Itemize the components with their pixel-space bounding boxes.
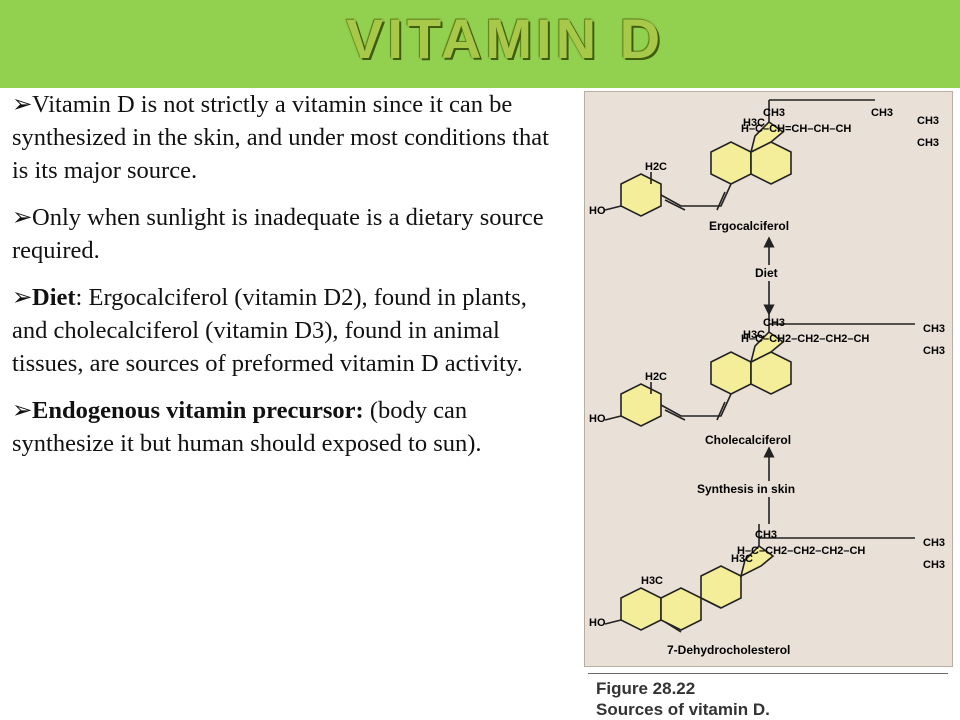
caption-divider	[588, 673, 948, 674]
structures-svg: H3C H2C HO CH3 H–C–CH=CH–CH–CH CH3 CH3 C…	[589, 99, 945, 657]
h3c-label: H3C	[743, 329, 765, 341]
compound-label: 7-Dehydrocholesterol	[667, 643, 790, 657]
side-chain-text: H–C–CH=CH–CH–CH	[741, 123, 851, 135]
bullet-item: ➢Endogenous vitamin precursor: (body can…	[12, 394, 552, 460]
bullet-bold: Diet	[32, 284, 76, 311]
side-chain-text: CH3	[763, 317, 785, 329]
page-title: VITAMIN D	[346, 7, 665, 70]
arrow-bullet-icon: ➢	[12, 91, 33, 118]
dehydrocholesterol-structure	[620, 544, 775, 631]
bullet-text: Vitamin D is not strictly a vitamin sinc…	[12, 91, 549, 184]
compound-label: Ergocalciferol	[709, 219, 789, 233]
caption-number: Figure 28.22	[596, 679, 696, 698]
side-chain-text: H–C–CH2–CH2–CH2–CH	[737, 545, 865, 557]
figure-caption: Figure 28.22 Sources of vitamin D.	[596, 678, 770, 720]
ho-label: HO	[589, 205, 606, 217]
bullet-item: ➢Diet: Ergocalciferol (vitamin D2), foun…	[12, 281, 552, 380]
side-chain-text: CH3	[763, 107, 785, 119]
ergocalciferol-structure	[620, 120, 792, 217]
h3c-label: H3C	[641, 575, 663, 587]
h2c-label: H2C	[645, 371, 667, 383]
bullet-list: ➢Vitamin D is not strictly a vitamin sin…	[12, 88, 552, 474]
title-bar	[0, 0, 960, 88]
side-chain-text: H–C–CH2–CH2–CH2–CH	[741, 333, 869, 345]
arrow-bullet-icon: ➢	[12, 204, 33, 231]
side-chain-text: CH3	[917, 115, 939, 127]
h3c-label: H3C	[731, 553, 753, 565]
ho-label: HO	[589, 413, 606, 425]
bullet-text: (body can synthesize it but human should…	[12, 397, 482, 457]
bullet-text: Only when sunlight is inadequate is a di…	[12, 204, 544, 264]
arrow-label: Synthesis in skin	[697, 482, 795, 496]
arrow-bullet-icon: ➢	[12, 284, 33, 311]
chemical-structures-figure: H3C H2C HO CH3 H–C–CH=CH–CH–CH CH3 CH3 C…	[584, 91, 953, 667]
h2c-label: H2C	[645, 161, 667, 173]
cholecalciferol-structure	[620, 330, 792, 427]
arrow-label: Diet	[755, 266, 778, 280]
arrow-bullet-icon: ➢	[12, 397, 33, 424]
bullet-bold: Endogenous vitamin precursor:	[32, 397, 364, 424]
side-chain-text: CH3	[923, 345, 945, 357]
caption-text: Sources of vitamin D.	[596, 700, 770, 719]
bullet-item: ➢Only when sunlight is inadequate is a d…	[12, 201, 552, 267]
h3c-label: H3C	[743, 117, 765, 129]
side-chain-text: CH3	[755, 529, 777, 541]
ho-label: HO	[589, 617, 606, 629]
side-chain-text: CH3	[923, 537, 945, 549]
compound-label: Cholecalciferol	[705, 433, 791, 447]
bullet-text: : Ergocalciferol (vitamin D2), found in …	[12, 284, 527, 377]
side-chain-text: CH3	[923, 559, 945, 571]
side-chain-text: CH3	[923, 323, 945, 335]
side-chain-text: CH3	[917, 137, 939, 149]
side-chain-text: CH3	[871, 107, 893, 119]
bullet-item: ➢Vitamin D is not strictly a vitamin sin…	[12, 88, 552, 187]
